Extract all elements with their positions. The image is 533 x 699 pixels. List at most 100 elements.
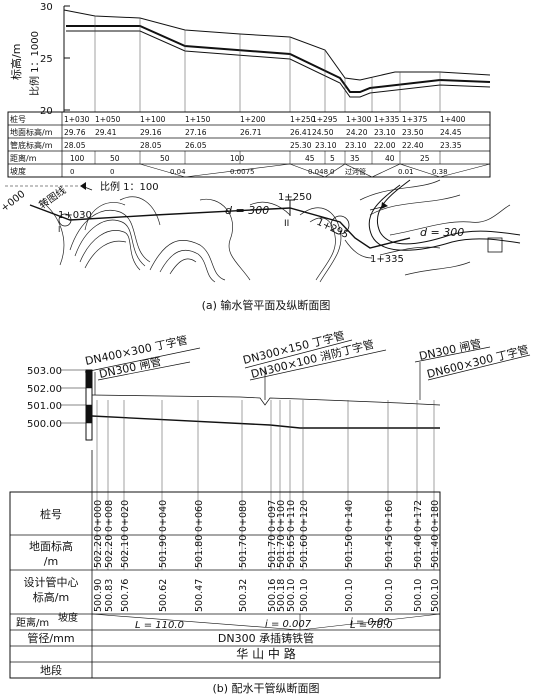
pipe-elev-value: 500.47 — [194, 579, 205, 612]
ground-elev-value: 501.40 — [430, 535, 441, 568]
station-verticals — [94, 16, 441, 112]
pipe-elev-value: 500.10 — [384, 579, 395, 612]
distance-value: 50 — [110, 154, 120, 163]
y-tick: 501.00 — [27, 401, 62, 412]
pipe-centerline — [91, 415, 440, 429]
ground-elev-value: 26.71 — [240, 128, 262, 137]
row-label-section: 地段 — [40, 663, 62, 677]
pipe-elev-value: 500.32 — [238, 579, 249, 612]
plan-diam-label: d = 300 — [225, 204, 269, 217]
ground-elev-value: 29.16 — [140, 128, 162, 137]
station-label: 1+335 — [374, 115, 400, 124]
row-label-dist: 距离/m — [16, 616, 49, 629]
ground-elev-value: 501.40 — [413, 535, 424, 568]
ground-elev-value: 501.70 — [276, 535, 287, 568]
plan-diam-label: d = 300 — [420, 226, 464, 239]
ground-elev-value: 501.45 — [384, 535, 395, 568]
part-b-profile: 503.00 502.00 501.00 500.00 DN400×300 丁字… — [27, 328, 531, 570]
plan-station-label: +000 — [0, 189, 27, 215]
station-label: 1+030 — [64, 115, 90, 124]
slope-value: 0.048 — [308, 168, 328, 176]
slope-value: 0.38 — [432, 168, 448, 176]
section-name: 华 山 中 路 — [236, 646, 295, 661]
caption-a: (a) 输水管平面及纵断面图 — [202, 298, 331, 312]
scale-label: 比例 1：1000 — [28, 31, 41, 96]
part-a-plan: +000 转图线 比例 1：100 1+030 I d = 300 1+250 … — [0, 179, 521, 283]
pipe-elev-value: 500.10 — [430, 579, 441, 612]
ground-elev-value: 501.50 — [344, 535, 355, 568]
station-label: 0+040 — [158, 500, 169, 532]
pipe-elev-value: 500.90 — [93, 579, 104, 612]
flow-arrow-icon — [381, 202, 388, 209]
distance-value: 100 — [230, 154, 245, 163]
plan-pipe-line — [29, 204, 411, 249]
y-tick: 500.00 — [27, 419, 62, 430]
slope-value: 0.01 — [398, 168, 414, 176]
contour-lines — [39, 179, 511, 283]
row-label: 桩号 — [10, 114, 26, 124]
station-label: 0+080 — [238, 500, 249, 532]
ground-elev-value: 24.45 — [440, 128, 462, 137]
distance-value: 45 — [305, 154, 315, 163]
station-label: 1+200 — [240, 115, 266, 124]
pipe-elev-value: 23.10 — [315, 141, 337, 150]
plan-station-label: 1+030 — [58, 210, 92, 221]
distance-value: 25 — [420, 154, 430, 163]
length-label: L = 110.0 — [135, 620, 184, 631]
flow-arrow-icon — [80, 182, 86, 190]
pipe-elev-value: 500.16 — [267, 579, 278, 612]
station-label: 0+097 — [267, 500, 278, 532]
row-label-station: 桩号 — [40, 507, 62, 521]
ground-elev-value: 23.10 — [374, 128, 396, 137]
station-label: 0+100 — [276, 500, 287, 532]
station-label: 0+110 — [286, 500, 297, 532]
slope-diagram — [62, 163, 491, 178]
length-label: L = 70.0 — [350, 620, 393, 631]
station-label: 0+160 — [384, 500, 395, 532]
pipe-elev-value: 28.05 — [64, 141, 86, 150]
distance-value: 50 — [160, 154, 170, 163]
station-label: 1+300 — [346, 115, 372, 124]
station-label: 0+180 — [430, 500, 441, 532]
pipe-elev-value: 23.10 — [345, 141, 367, 150]
pipe-elev-value: 500.10 — [299, 579, 310, 612]
distance-value: 100 — [70, 154, 85, 163]
row-label-pipe: 设计管中心标高/m — [24, 575, 79, 604]
station-label: 0+172 — [413, 500, 424, 532]
pipe-elev-value: 500.62 — [158, 579, 169, 612]
plan-direction-label: 转图线 — [36, 184, 68, 212]
ground-line — [63, 9, 491, 81]
node-marker — [330, 215, 350, 235]
pipe-line-bottom — [66, 30, 491, 98]
pipe-elev-value: 500.10 — [344, 579, 355, 612]
y-tick: 25 — [40, 54, 53, 65]
station-label: 1+100 — [140, 115, 166, 124]
row-label-ground: 地面标高/m — [29, 539, 73, 568]
pipe-elev-value: 500.76 — [120, 579, 131, 612]
slope-label: i = 0.007 — [265, 619, 312, 630]
ground-elev-value: 24.50 — [312, 128, 334, 137]
pipe-type: DN300 承插铸铁管 — [218, 631, 314, 645]
ground-elev-value: 502.20 — [104, 535, 115, 568]
ground-elev-value: 29.41 — [95, 128, 117, 137]
part-a-profile: 30 25 20 标高/m 比例 1：1000 — [9, 2, 491, 117]
station-label: 0+000 — [93, 500, 104, 532]
pipe-elev-value: 28.05 — [140, 141, 162, 150]
caption-b: (b) 配水干管纵断面图 — [212, 681, 319, 695]
building-symbol — [487, 237, 503, 253]
pipe-elev-value: 500.10 — [413, 579, 424, 612]
ground-elev-value: 502.20 — [93, 535, 104, 568]
plan-marker: II — [284, 219, 289, 229]
ground-elev-value: 26.41 — [290, 128, 312, 137]
y-tick: 503.00 — [27, 366, 62, 377]
river — [368, 179, 521, 251]
ground-elev-value: 502.10 — [120, 535, 131, 568]
station-label: 0+020 — [120, 500, 131, 532]
ground-elev-value: 501.80 — [194, 535, 205, 568]
ground-elev-value: 501.70 — [267, 535, 278, 568]
